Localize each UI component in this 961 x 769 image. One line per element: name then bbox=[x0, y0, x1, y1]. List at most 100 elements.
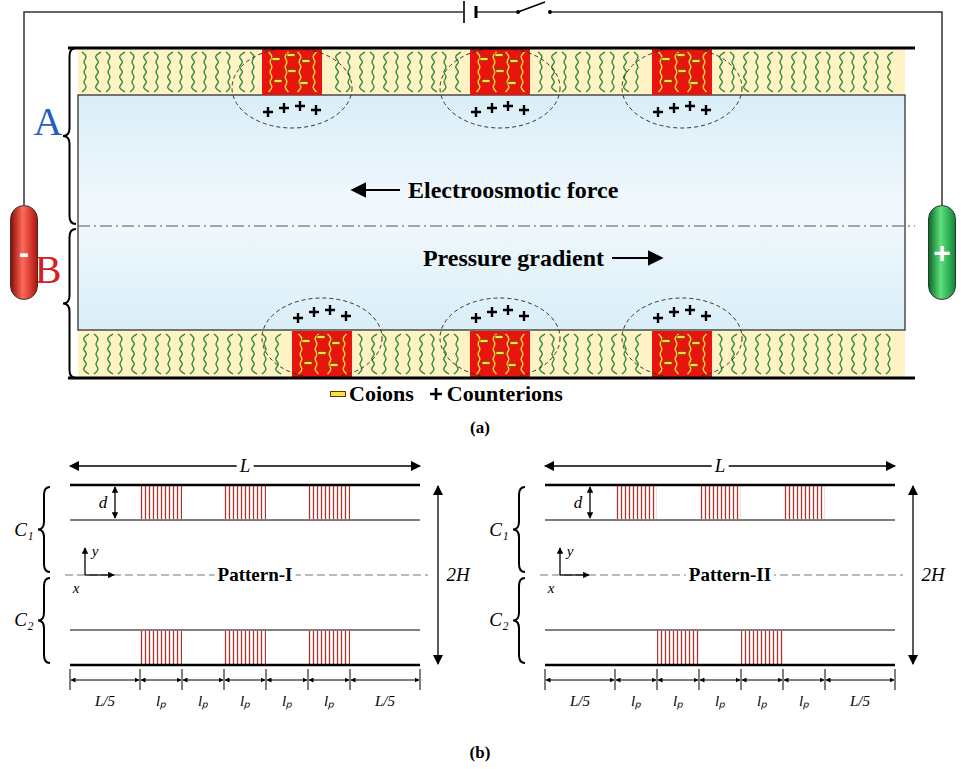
polymer-brush bbox=[142, 334, 146, 374]
charged-polymer-block bbox=[652, 49, 712, 95]
polymer-brush bbox=[742, 334, 746, 374]
debye-layer-outline bbox=[622, 298, 742, 378]
polymer-brush bbox=[886, 334, 890, 374]
charged-brush bbox=[521, 52, 524, 92]
axis-label: x bbox=[73, 580, 80, 597]
polymer-brush bbox=[624, 52, 629, 92]
dimension-arrow bbox=[784, 680, 824, 681]
axis-arrow bbox=[85, 574, 114, 575]
coion-dash bbox=[662, 340, 670, 343]
charged-polymer-block bbox=[292, 331, 352, 377]
thickness-label: d bbox=[574, 494, 583, 513]
dimension-label: lₚ bbox=[324, 693, 334, 710]
dimension-arrow bbox=[700, 680, 740, 681]
dimension-label: lₚ bbox=[198, 693, 208, 710]
counterion-sample bbox=[428, 386, 444, 402]
coion-dash bbox=[690, 364, 698, 367]
dimension-label: lₚ bbox=[715, 693, 725, 710]
coion-dash bbox=[272, 58, 280, 61]
thickness-arrow bbox=[589, 487, 590, 518]
patterned-brush bbox=[140, 631, 182, 664]
coion-dash bbox=[664, 80, 672, 83]
dimension-arrow bbox=[658, 680, 698, 681]
coion-dash bbox=[482, 80, 490, 83]
electrode-sign: + bbox=[933, 238, 951, 268]
polymer-brush bbox=[226, 52, 230, 92]
dimension-tick bbox=[545, 669, 546, 690]
dimension-tick bbox=[741, 669, 742, 690]
counterion-plus bbox=[653, 313, 663, 323]
polymer-brush bbox=[888, 52, 893, 92]
coion-dash bbox=[304, 362, 312, 365]
polymer-brush bbox=[610, 52, 614, 92]
polymer-brush bbox=[252, 334, 257, 374]
height-label: 2H bbox=[921, 565, 944, 586]
region-label: C₂ bbox=[489, 610, 508, 631]
region-label: C₁ bbox=[489, 520, 508, 541]
charged-brush bbox=[506, 52, 509, 92]
patterned-brush bbox=[140, 486, 182, 519]
charged-brush bbox=[343, 334, 346, 374]
dimension-label: lₚ bbox=[673, 693, 683, 710]
force-arrow bbox=[612, 257, 662, 259]
patterned-brush bbox=[783, 486, 825, 519]
polymer-brush bbox=[550, 334, 554, 374]
region-letter: A bbox=[34, 100, 63, 144]
pattern-schematic bbox=[513, 466, 913, 690]
counterion-plus bbox=[430, 388, 442, 400]
curly-brace bbox=[38, 487, 50, 572]
dimension-tick bbox=[657, 669, 658, 690]
polymer-brush bbox=[826, 52, 830, 92]
polymer-brush bbox=[598, 334, 602, 374]
curly-brace bbox=[513, 578, 525, 663]
dimension-label: lₚ bbox=[240, 693, 250, 710]
electrode-sign: - bbox=[19, 238, 29, 268]
polymer-brush bbox=[756, 334, 761, 374]
counterion-plus bbox=[519, 311, 529, 321]
force-label: Pressure gradient bbox=[423, 245, 604, 271]
dimension-label: lₚ bbox=[799, 693, 809, 710]
polymer-brush bbox=[802, 52, 806, 92]
dimension-tick bbox=[615, 669, 616, 690]
coion-dash bbox=[332, 342, 340, 345]
polymer-brush bbox=[216, 52, 221, 92]
polymer-brush bbox=[838, 334, 842, 374]
debye-layer-outline bbox=[232, 48, 352, 128]
layer-edge bbox=[545, 519, 895, 520]
coion-dash bbox=[496, 70, 504, 73]
polymer-brush bbox=[538, 52, 542, 92]
polymer-brush bbox=[130, 52, 134, 92]
polymer-brush bbox=[622, 334, 626, 374]
polymer-brush bbox=[154, 52, 158, 92]
patterned-brush bbox=[224, 631, 266, 664]
dimension-arrow bbox=[309, 680, 349, 681]
coion-dash bbox=[662, 58, 670, 61]
counterion-plus bbox=[685, 101, 695, 111]
dimension-label: lₚ bbox=[631, 693, 641, 710]
length-label: L bbox=[237, 456, 254, 477]
coion-dash bbox=[510, 60, 518, 63]
polymer-brush bbox=[204, 334, 209, 374]
charged-brush bbox=[521, 334, 524, 374]
panel-label: (a) bbox=[470, 419, 490, 438]
dimension-arrow bbox=[183, 680, 223, 681]
debye-layer-outline bbox=[262, 298, 382, 378]
polymer-brush bbox=[228, 334, 233, 374]
region-letter: B bbox=[35, 248, 62, 292]
polymer-brush bbox=[84, 334, 89, 374]
polymer-brush bbox=[780, 334, 785, 374]
debye-layer-outline bbox=[440, 48, 560, 128]
polymer-brush bbox=[586, 52, 590, 92]
coion-dash bbox=[480, 58, 488, 61]
dimension-arrow bbox=[267, 680, 307, 681]
polymer-brush bbox=[202, 52, 206, 92]
curly-brace bbox=[63, 48, 76, 224]
patterned-brush bbox=[615, 486, 657, 519]
layer-edge bbox=[70, 629, 420, 630]
channel-wall bbox=[68, 47, 915, 50]
polymer-brush bbox=[574, 334, 578, 374]
coion-dash bbox=[274, 80, 282, 83]
thickness-arrow bbox=[114, 487, 115, 518]
counterion-plus bbox=[701, 311, 711, 321]
region-label: C₂ bbox=[14, 610, 33, 631]
